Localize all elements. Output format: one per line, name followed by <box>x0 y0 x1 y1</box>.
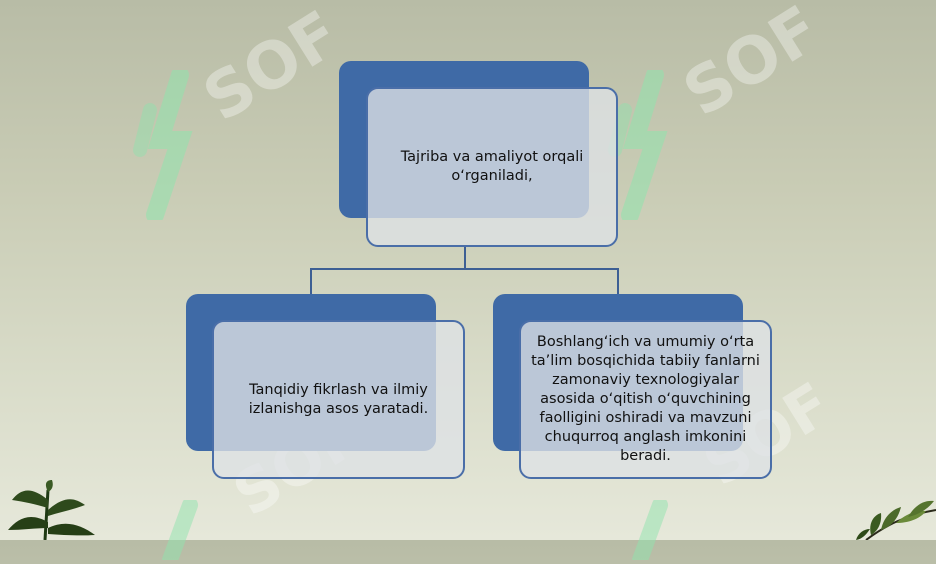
plant-right-icon <box>856 500 936 540</box>
connector-left <box>310 268 312 294</box>
child-node-1: Tanqidiy fikrlash va ilmiy izlanishga as… <box>212 320 465 479</box>
connector-horizontal <box>310 268 619 270</box>
connector-right <box>617 268 619 294</box>
child-node-2: Boshlang‘ich va umumiy o‘rta ta’lim bosq… <box>519 320 772 479</box>
root-node: Tajriba va amaliyot orqali o‘rganiladi, <box>366 87 618 247</box>
plant-left-icon <box>8 480 95 540</box>
watermark-text: SOF <box>671 0 833 132</box>
watermark-logo-icon <box>120 66 220 224</box>
connector-vertical <box>464 247 466 269</box>
root-node-label: Tajriba va amaliyot orqali o‘rganiladi, <box>400 149 584 184</box>
child-node-2-label: Boshlang‘ich va umumiy o‘rta ta’lim bosq… <box>531 334 760 464</box>
watermark-logo-icon <box>140 497 220 564</box>
watermark-logo-icon <box>610 497 690 564</box>
child-node-1-label: Tanqidiy fikrlash va ilmiy izlanishga as… <box>248 381 429 417</box>
